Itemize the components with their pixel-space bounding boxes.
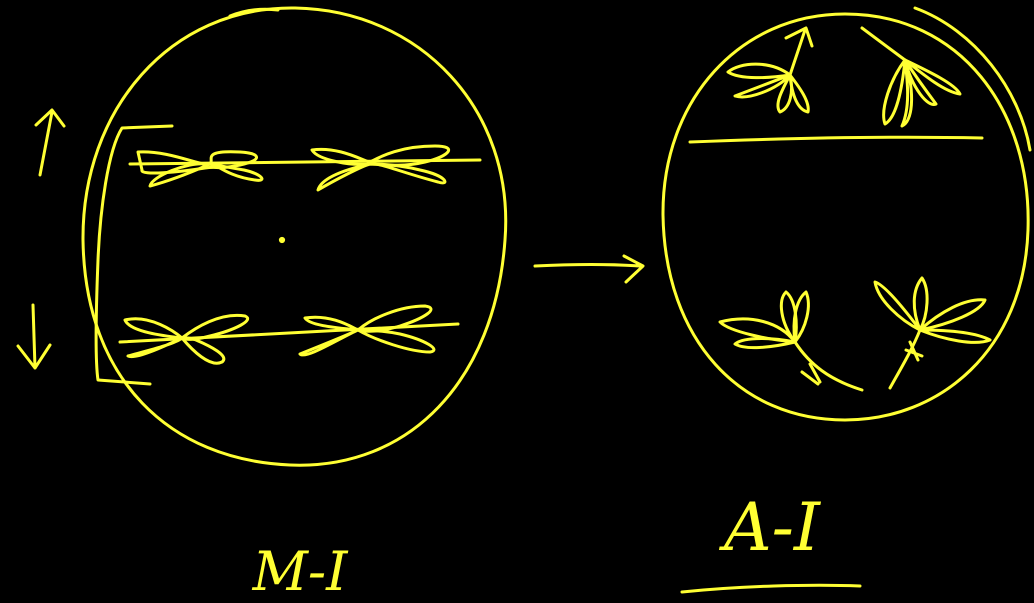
up-arrow-icon (36, 110, 64, 175)
bottom-left-chromosome-group (720, 292, 862, 390)
down-arrow-icon (18, 305, 50, 368)
progression-arrow-icon (535, 256, 643, 282)
anaphase-label: A-I (718, 489, 822, 566)
upper-left-bivalent (138, 152, 262, 186)
anaphase-cell-outline (663, 14, 1028, 420)
metaphase-cell (18, 8, 506, 465)
upper-right-bivalent (312, 146, 449, 190)
right-label-underline (682, 585, 860, 592)
lower-metaphase-plate (120, 324, 458, 342)
cell-center-dot (280, 238, 283, 241)
top-left-chromosome-group (728, 28, 812, 112)
metaphase-cell-outline (83, 8, 506, 465)
anaphase-cell (663, 8, 1030, 420)
equatorial-line (690, 137, 982, 142)
bottom-right-chromosome-group (875, 278, 990, 388)
metaphase-label: M-I (252, 540, 350, 603)
